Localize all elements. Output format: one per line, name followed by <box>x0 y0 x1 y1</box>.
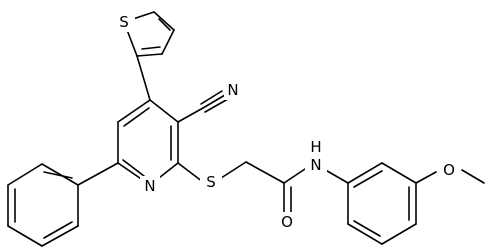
bonds <box>7 11 485 247</box>
nitrogen-label: N <box>227 81 238 99</box>
bond <box>149 99 179 123</box>
bond <box>158 18 171 31</box>
bond <box>353 220 381 237</box>
bond <box>415 171 437 184</box>
sulfur-label: S <box>119 13 129 31</box>
atom-thioether-sulfur: S <box>200 172 222 192</box>
oxygen-label: O <box>443 161 455 179</box>
bond <box>347 162 383 184</box>
bond <box>141 46 161 50</box>
oxygen-label: O <box>281 213 293 231</box>
bond <box>353 170 383 188</box>
bond <box>461 169 485 184</box>
bond <box>7 163 43 186</box>
bond <box>122 159 145 177</box>
bond <box>7 225 43 247</box>
bond <box>43 171 73 179</box>
atom-amide-nitrogen: H N <box>305 138 327 176</box>
sulfur-label: S <box>206 173 216 191</box>
bond <box>161 29 175 55</box>
atom-methoxy-oxygen: O <box>438 159 460 181</box>
hydrogen-label: H <box>310 138 321 156</box>
bond <box>153 11 175 31</box>
bond <box>43 221 73 239</box>
bond <box>41 163 79 186</box>
bond <box>136 55 151 101</box>
nitrogen-label: N <box>144 177 155 195</box>
bond <box>177 162 204 183</box>
bond <box>177 107 204 123</box>
bond <box>217 161 247 181</box>
bond <box>283 166 309 184</box>
bond <box>200 90 223 105</box>
bond <box>136 53 163 57</box>
bond <box>41 225 79 247</box>
bond <box>245 161 285 184</box>
bond <box>202 94 226 109</box>
bond <box>123 107 150 127</box>
atom-thiophene-sulfur: S <box>113 12 135 32</box>
nitrogen-label: N <box>310 156 321 174</box>
bond <box>77 162 119 186</box>
atom-pyridine-nitrogen: N <box>140 176 160 196</box>
bond <box>381 162 417 184</box>
bond <box>204 98 229 113</box>
bond <box>117 99 151 123</box>
atom-carbonyl-oxygen: O <box>277 212 297 232</box>
bond <box>381 223 417 245</box>
atom-labels: S N N S O H N O <box>113 12 460 232</box>
atom-nitrile-nitrogen: N <box>224 80 244 100</box>
bond <box>347 223 383 245</box>
